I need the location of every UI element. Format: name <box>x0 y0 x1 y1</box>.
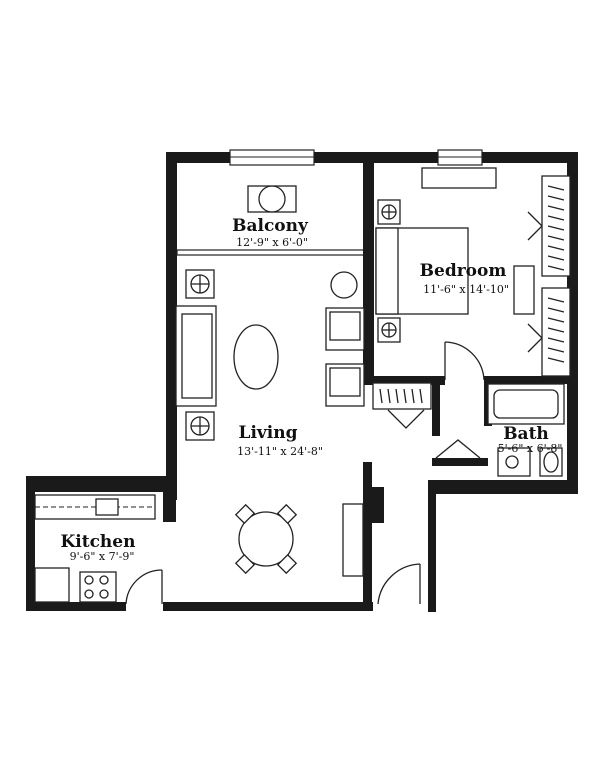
room-dims-living: 13'-11" x 24'-8" <box>237 445 323 458</box>
kitchen-fixtures <box>34 494 163 605</box>
windows <box>229 149 483 166</box>
room-name-bedroom: Bedroom <box>420 261 507 281</box>
room-dims-balcony: 12'-9" x 6'-0" <box>236 236 308 249</box>
balcony-furniture <box>247 185 297 213</box>
room-name-living: Living <box>239 423 298 443</box>
room-name-bath: Bath <box>503 424 549 444</box>
room-dims-kitchen: 9'-6" x 7'-9" <box>70 550 135 563</box>
room-dims-bedroom: 11'-6" x 14'-10" <box>423 283 509 296</box>
bath-fixtures <box>435 383 565 477</box>
room-name-kitchen: Kitchen <box>61 532 136 552</box>
bedroom-furniture <box>375 167 571 381</box>
room-dims-bath: 5'-6" x 6'-8" <box>498 442 563 455</box>
room-name-balcony: Balcony <box>232 216 309 236</box>
living-furniture <box>175 269 432 605</box>
